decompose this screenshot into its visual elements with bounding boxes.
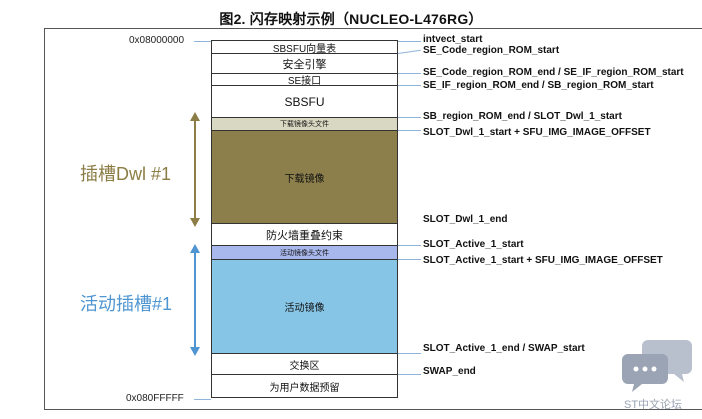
- block-label: 为用户数据预留: [269, 382, 340, 394]
- address-top: 0x08000000: [129, 35, 185, 46]
- connector-line: [398, 374, 421, 375]
- block-label: 防火墙重叠约束: [266, 229, 343, 242]
- block-label: 安全引擎: [282, 58, 327, 71]
- label-sb-end: SB_region_ROM_end / SLOT_Dwl_1_start: [423, 111, 622, 122]
- block-firewall-constraint: 防火墙重叠约束: [211, 223, 398, 246]
- connector-line: [398, 41, 421, 42]
- label-slot-active-end: SLOT_Active_1_end / SWAP_start: [423, 343, 585, 354]
- block-label: 下载镜像: [284, 173, 325, 185]
- address-bottom: 0x080FFFFF: [126, 393, 184, 404]
- connector-line: [398, 245, 421, 246]
- watermark-text: ST中文论坛: [624, 399, 683, 411]
- label-se-code-start: SE_Code_region_ROM_start: [423, 45, 560, 56]
- chat-bubble-icon: [622, 340, 692, 392]
- block-label: 交换区: [289, 360, 320, 372]
- block-label: 活动镜像: [284, 303, 325, 314]
- figure-frame: [44, 28, 702, 410]
- slot-active-label: 活动插槽#1: [80, 294, 173, 314]
- label-swap-end: SWAP_end: [423, 366, 476, 377]
- label-slot-active-start: SLOT_Active_1_start: [423, 239, 524, 250]
- address-bottom-tick: [194, 399, 211, 400]
- connector-line: [398, 117, 421, 118]
- block-swap-area: 交换区: [211, 353, 398, 375]
- block-label: 活动镜像头文件: [280, 249, 329, 257]
- label-intvect-start: intvect_start: [423, 34, 483, 45]
- block-label: 下载镜像头文件: [280, 121, 329, 128]
- label-slot-dwl-offset: SLOT_Dwl_1_start + SFU_IMG_IMAGE_OFFSET: [423, 127, 651, 138]
- block-sbsfu-vector-table: SBSFU向量表: [211, 40, 398, 55]
- connector-line: [398, 353, 421, 354]
- label-slot-active-offset: SLOT_Active_1_start + SFU_IMG_IMAGE_OFFS…: [423, 255, 663, 266]
- block-label: SBSFU: [284, 94, 325, 109]
- block-label: SE接口: [287, 76, 322, 87]
- block-user-data: 为用户数据预留: [211, 374, 398, 398]
- connector-line: [398, 73, 421, 74]
- address-top-tick: [194, 41, 211, 42]
- label-se-if-end: SE_IF_region_ROM_end / SB_region_ROM_sta…: [423, 80, 654, 91]
- slot-dwl-label: 插槽Dwl #1: [80, 164, 172, 184]
- figure-title: 图2. 闪存映射示例（NUCLEO-L476RG）: [219, 11, 483, 27]
- block-label: SBSFU向量表: [272, 43, 337, 55]
- block-secure-engine: 安全引擎: [211, 53, 398, 74]
- slot-dwl-range-arrow: [190, 112, 200, 227]
- label-se-code-end: SE_Code_region_ROM_end / SE_IF_region_RO…: [423, 67, 684, 78]
- connector-line: [398, 259, 421, 260]
- label-slot-dwl-end: SLOT_Dwl_1_end: [423, 214, 508, 225]
- block-active-image-header: 活动镜像头文件: [211, 245, 398, 260]
- slot-active-range-arrow: [190, 244, 200, 356]
- block-sbsfu: SBSFU: [211, 85, 398, 118]
- block-download-image: 下载镜像: [211, 130, 398, 224]
- block-download-image-header: 下载镜像头文件: [211, 117, 398, 131]
- connector-line: [398, 85, 421, 86]
- block-active-image: 活动镜像: [211, 259, 398, 354]
- connector-line: [398, 130, 421, 131]
